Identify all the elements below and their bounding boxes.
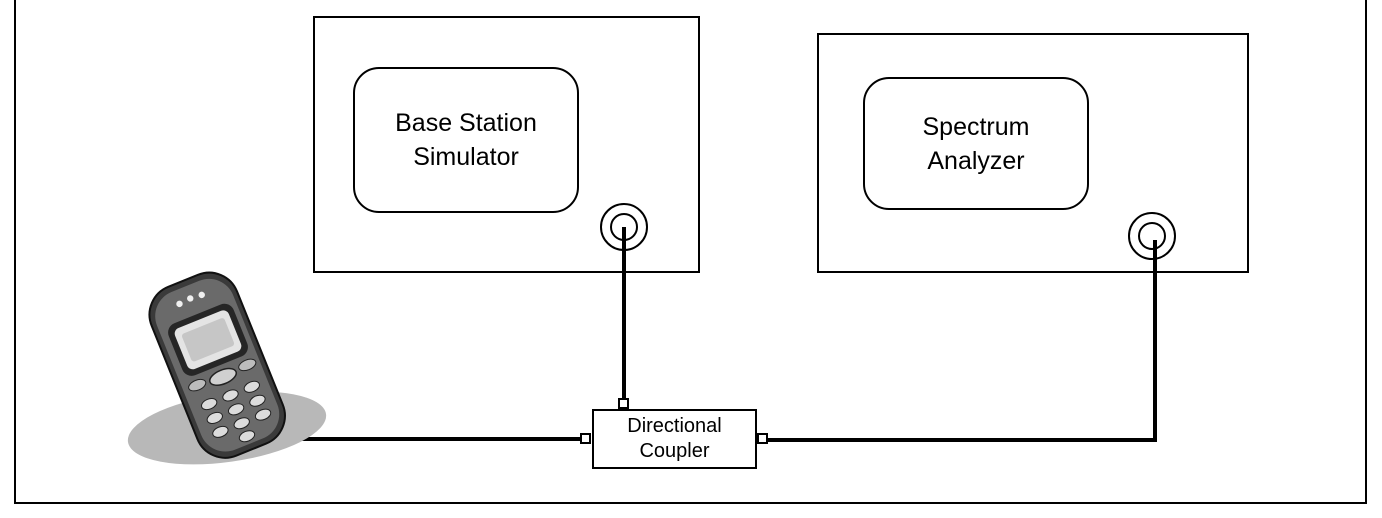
spectrum-analyzer-screen: Spectrum Analyzer bbox=[863, 77, 1089, 210]
base-station-label-line1: Base Station bbox=[395, 109, 537, 137]
directional-coupler: Directional Coupler bbox=[592, 409, 757, 469]
mobile-phone-icon bbox=[127, 271, 327, 465]
diagram-frame bbox=[14, 0, 1367, 504]
coupler-port-left bbox=[580, 433, 591, 444]
spectrum-analyzer-label-line1: Spectrum bbox=[922, 112, 1030, 141]
coupler-port-right bbox=[757, 433, 768, 444]
coupler-label-line2: Coupler bbox=[639, 440, 710, 462]
cable-coupler-to-spectrum-analyzer bbox=[767, 240, 1157, 442]
coupler-label-line1: Directional bbox=[627, 415, 722, 437]
spectrum-analyzer-rf-connector-icon bbox=[1128, 212, 1176, 260]
base-station-label-line2: Simulator bbox=[413, 143, 519, 171]
coupler-port-top bbox=[618, 398, 629, 409]
spectrum-analyzer-label-line2: Analyzer bbox=[927, 146, 1025, 175]
base-station-screen: Base Station Simulator bbox=[353, 67, 579, 213]
spectrum-analyzer: Spectrum Analyzer bbox=[817, 33, 1249, 273]
